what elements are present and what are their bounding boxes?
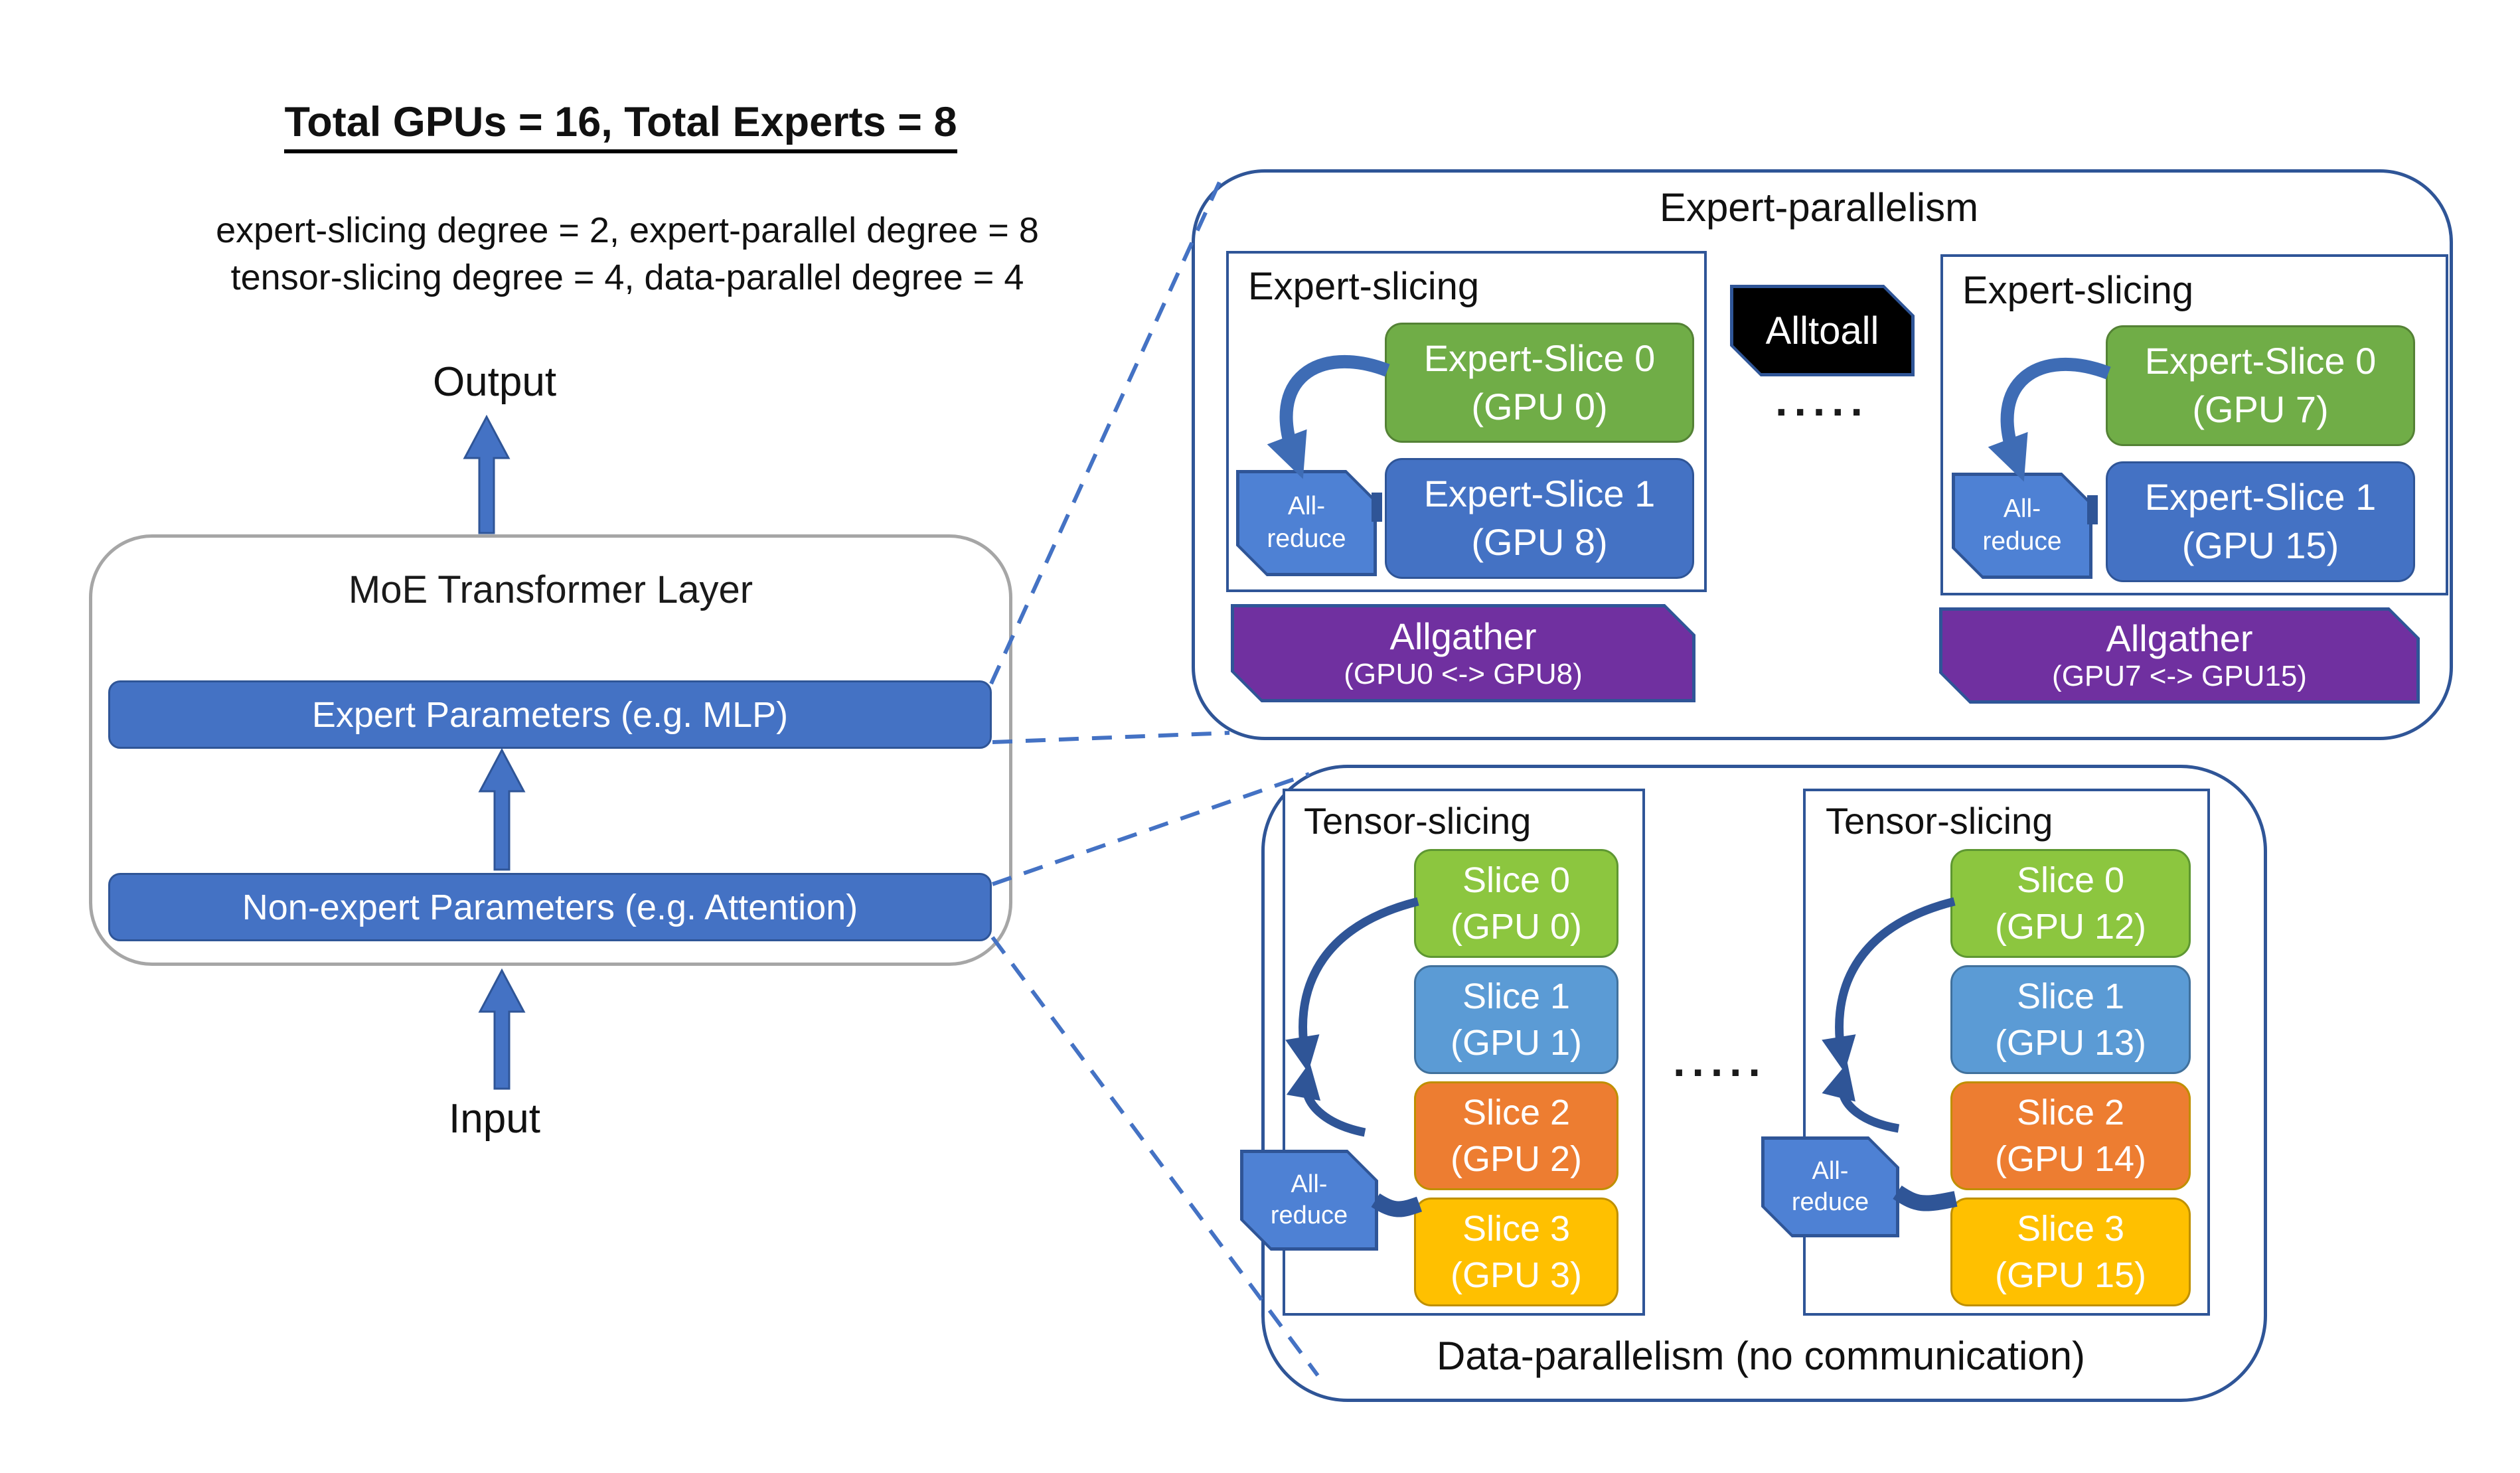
expert-slice0-gpu7-box: Expert-Slice 0 (GPU 7)	[2106, 325, 2415, 446]
expert-slice0-gpu: (GPU 7)	[2192, 388, 2329, 430]
allgather-gpus: (GPU0 <-> GPU8)	[1344, 657, 1583, 690]
slice-gpu: (GPU 0)	[1450, 907, 1583, 947]
allgather-label: Allgather	[2106, 617, 2253, 659]
alltoall-badge: Alltoall	[1730, 285, 1915, 376]
tensor-slice0-gpu12-box: Slice 0 (GPU 12)	[1950, 849, 2191, 958]
expert-parameters-label: Expert Parameters (e.g. MLP)	[311, 694, 789, 735]
degrees-line-2: tensor-slicing degree = 4, data-parallel…	[230, 258, 1024, 298]
expert-parameters-bar: Expert Parameters (e.g. MLP)	[108, 680, 992, 749]
tensor-slicing-label-right: Tensor-slicing	[1826, 800, 2053, 842]
expert-slice1-gpu: (GPU 15)	[2181, 524, 2339, 566]
slice-gpu: (GPU 2)	[1450, 1139, 1583, 1179]
expert-slice1-gpu8-box: Expert-Slice 1 (GPU 8)	[1385, 458, 1694, 579]
dashed-link-expert-bottom	[992, 731, 1230, 744]
slice-gpu: (GPU 14)	[1994, 1139, 2147, 1179]
allreduce-connector-notch-left	[1372, 493, 1382, 522]
expert-slice1-gpu15-box: Expert-Slice 1 (GPU 15)	[2106, 461, 2415, 582]
output-arrow	[463, 414, 511, 534]
slice-name: Slice 0	[2016, 860, 2125, 900]
data-parallel-ellipsis: .....	[1673, 1036, 1767, 1085]
moe-layer-title: MoE Transformer Layer	[348, 568, 753, 611]
slice-gpu: (GPU 12)	[1994, 907, 2147, 947]
tensor-slice2-gpu14-box: Slice 2 (GPU 14)	[1950, 1081, 2191, 1190]
nonexpert-parameters-bar: Non-expert Parameters (e.g. Attention)	[108, 873, 992, 941]
degrees-line-1: expert-slicing degree = 2, expert-parall…	[216, 210, 1039, 250]
expert-parallel-ellipsis: .....	[1775, 376, 1869, 425]
allreduce-line1: All-	[2003, 495, 2041, 524]
slice-gpu: (GPU 13)	[1994, 1023, 2147, 1063]
slice-gpu: (GPU 3)	[1450, 1255, 1583, 1295]
allreduce-badge-tensor-left: All- reduce	[1240, 1150, 1378, 1251]
slice-name: Slice 3	[2016, 1208, 2125, 1249]
tensor-slice3-gpu15-box: Slice 3 (GPU 15)	[1950, 1198, 2191, 1306]
allgather-label: Allgather	[1389, 615, 1537, 657]
slice-name: Slice 2	[2016, 1092, 2125, 1132]
alltoall-label: Alltoall	[1765, 309, 1879, 352]
data-parallelism-caption: Data-parallelism (no communication)	[1436, 1334, 2086, 1378]
expert-slicing-label-right: Expert-slicing	[1962, 269, 2194, 312]
input-label: Input	[449, 1096, 540, 1142]
page-title: Total GPUs = 16, Total Experts = 8	[123, 98, 1119, 153]
expert-slice0-gpu: (GPU 0)	[1471, 385, 1608, 427]
allreduce-line2: reduce	[1982, 527, 2062, 556]
slice-name: Slice 3	[1462, 1208, 1571, 1249]
tensor-slicing-label-left: Tensor-slicing	[1304, 800, 1532, 842]
allreduce-badge-expert-right: All- reduce	[1952, 473, 2092, 579]
slice-gpu: (GPU 15)	[1994, 1255, 2147, 1295]
tensor-slice2-gpu2-box: Slice 2 (GPU 2)	[1414, 1081, 1618, 1190]
slice-name: Slice 1	[2016, 976, 2125, 1016]
allgather-badge-left: Allgather (GPU0 <-> GPU8)	[1231, 604, 1695, 702]
allreduce-connector-notch-right	[2087, 495, 2098, 524]
allreduce-line2: reduce	[1267, 524, 1346, 553]
tensor-slice3-gpu3-box: Slice 3 (GPU 3)	[1414, 1198, 1618, 1306]
expert-slice1-name: Expert-Slice 1	[1423, 473, 1656, 515]
allreduce-badge-tensor-right: All- reduce	[1761, 1136, 1899, 1237]
slice-gpu: (GPU 1)	[1450, 1023, 1583, 1063]
expert-slice0-gpu0-box: Expert-Slice 0 (GPU 0)	[1385, 323, 1694, 443]
allreduce-badge-expert-left: All- reduce	[1236, 470, 1377, 576]
allreduce-line1: All-	[1812, 1156, 1849, 1185]
expert-slice0-name: Expert-Slice 0	[1423, 337, 1656, 379]
allreduce-line1: All-	[1287, 492, 1326, 521]
allreduce-line1: All-	[1291, 1170, 1328, 1198]
tensor-slice1-gpu13-box: Slice 1 (GPU 13)	[1950, 965, 2191, 1074]
nonexpert-parameters-label: Non-expert Parameters (e.g. Attention)	[242, 887, 858, 927]
output-label: Output	[432, 359, 557, 405]
slice-name: Slice 2	[1462, 1092, 1571, 1132]
input-arrow	[478, 968, 526, 1090]
expert-slice0-name: Expert-Slice 0	[2144, 340, 2377, 382]
slice-name: Slice 0	[1462, 860, 1571, 900]
slice-name: Slice 1	[1462, 976, 1571, 1016]
tensor-slice0-gpu0-box: Slice 0 (GPU 0)	[1414, 849, 1618, 958]
allreduce-line2: reduce	[1791, 1188, 1869, 1216]
allgather-gpus: (GPU7 <-> GPU15)	[2052, 660, 2307, 693]
degrees-subtitle: expert-slicing degree = 2, expert-parall…	[96, 207, 1158, 302]
expert-parallelism-title: Expert-parallelism	[1659, 185, 1979, 230]
allgather-badge-right: Allgather (GPU7 <-> GPU15)	[1939, 607, 2420, 704]
expert-slice1-gpu: (GPU 8)	[1471, 521, 1608, 563]
expert-slice1-name: Expert-Slice 1	[2144, 476, 2377, 518]
allreduce-line2: reduce	[1270, 1202, 1348, 1229]
tensor-slice1-gpu1-box: Slice 1 (GPU 1)	[1414, 965, 1618, 1074]
expert-slicing-label-left: Expert-slicing	[1248, 265, 1480, 308]
